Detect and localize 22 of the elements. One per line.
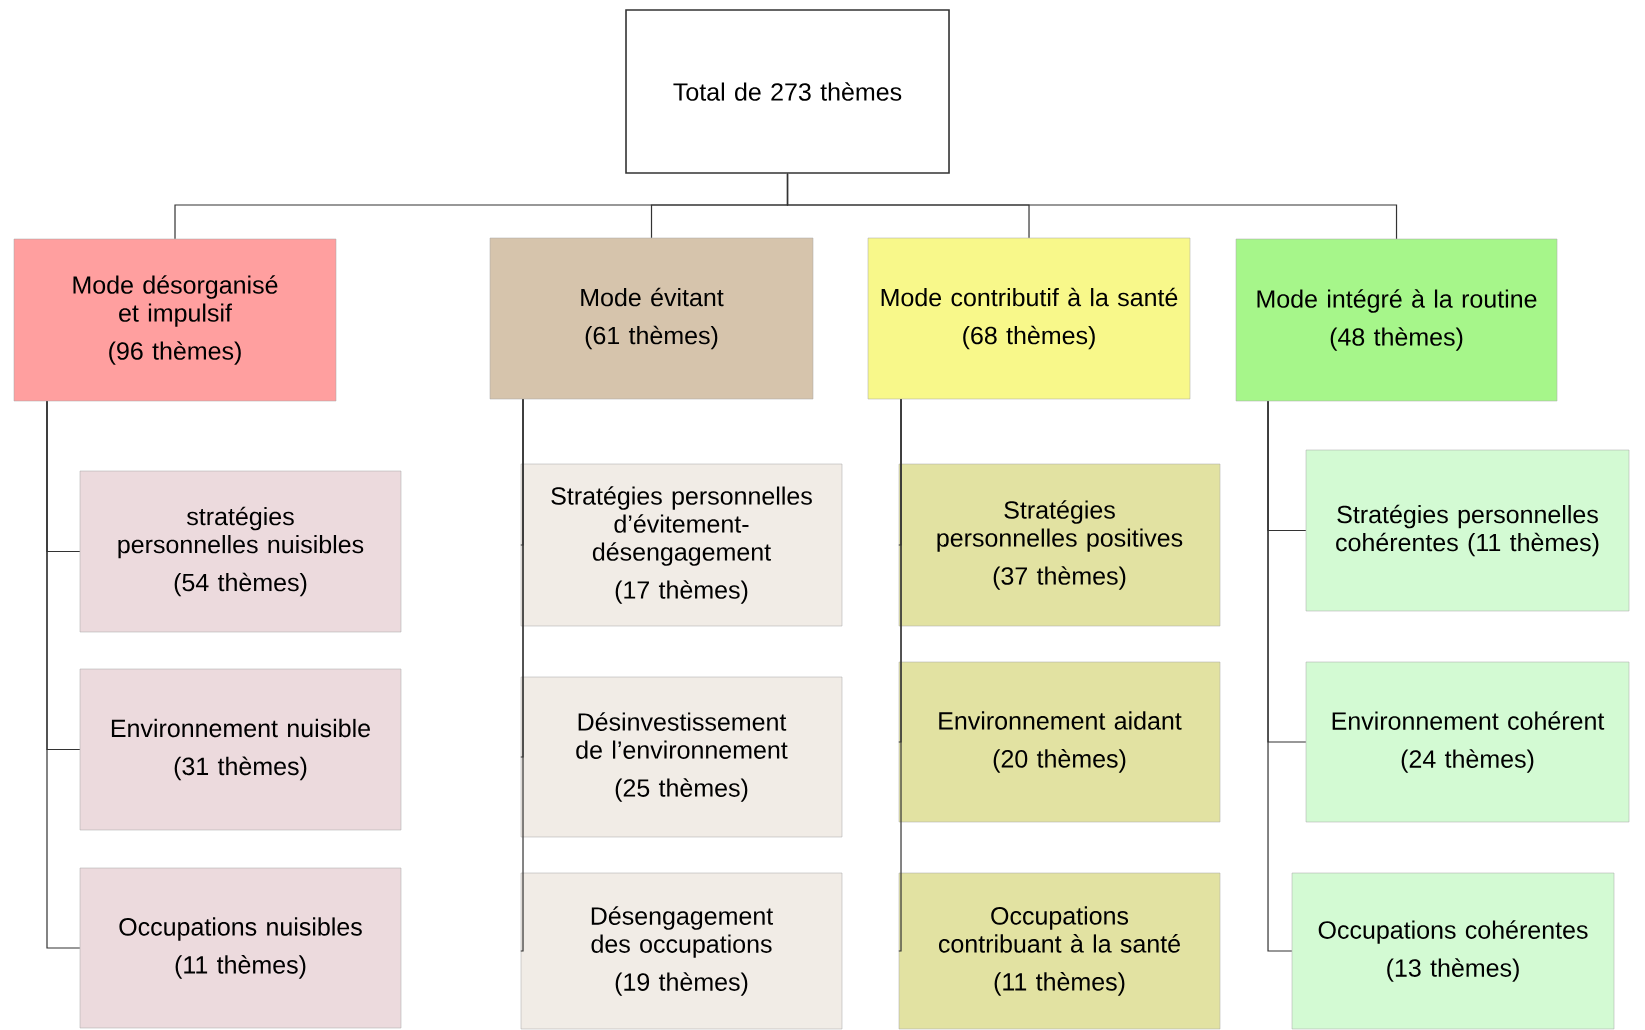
theme-box: Environnement nuisible (31 thèmes)	[79, 668, 402, 831]
theme-box: Occupations contribuant à la santé (11 thèmes)	[898, 872, 1221, 1030]
connector-line	[46, 400, 81, 949]
theme-box: Désengagement des occupations (19 thèmes)	[520, 872, 843, 1030]
theme-box: Désinvestissement de l’environnement (25 thèmes)	[520, 676, 843, 838]
theme-box: Environnement cohérent (24 thèmes)	[1305, 661, 1630, 823]
title-box: Total de 273 thèmes	[625, 9, 950, 174]
mode-box: Mode contributif à la santé (68 thèmes)	[867, 237, 1191, 400]
theme-box: Occupations cohérentes (13 thèmes)	[1291, 872, 1615, 1030]
theme-box: Occupations nuisibles (11 thèmes)	[79, 867, 402, 1029]
mode-box: Mode désorganisé et impulsif (96 thèmes)	[13, 238, 337, 402]
theme-box: Environnement aidant (20 thèmes)	[898, 661, 1221, 823]
connector-line	[1267, 400, 1293, 952]
mode-box: Mode intégré à la routine (48 thèmes)	[1235, 238, 1558, 402]
connector-line	[786, 173, 1398, 240]
theme-box: Stratégies personnelles cohérentes (11 thèmes)	[1305, 449, 1630, 612]
theme-box: stratégies personnelles nuisibles (54 thèmes)	[79, 470, 402, 633]
mode-box: Mode évitant (61 thèmes)	[489, 237, 814, 400]
theme-box: Stratégies personnelles positives (37 thèmes)	[898, 463, 1221, 627]
theme-box: Stratégies personnelles d’évitement-désengagement (17 thèmes)	[520, 463, 843, 627]
connector-line	[898, 398, 902, 952]
connector-line	[520, 398, 524, 952]
